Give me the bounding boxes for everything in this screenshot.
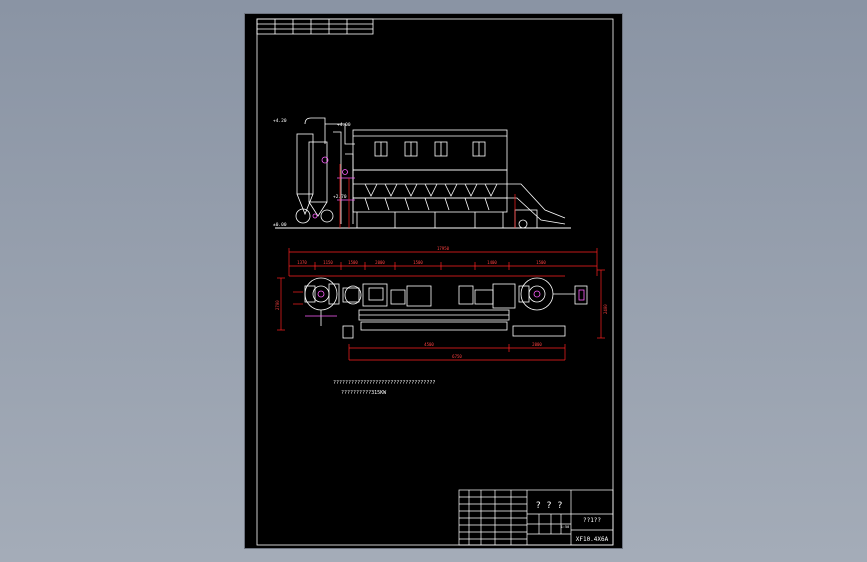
fan-plan-right bbox=[520, 277, 554, 311]
plan-view bbox=[304, 277, 588, 339]
dim-seg-6: 1400 bbox=[487, 260, 497, 265]
dim-bed-length-2: 2000 bbox=[532, 342, 542, 347]
dim-seg-1: 1370 bbox=[297, 260, 307, 265]
inner-frame bbox=[256, 18, 614, 546]
title-block-title: ? ? ? bbox=[535, 501, 562, 511]
dim-base-length: 6750 bbox=[452, 354, 462, 359]
elevation-roof-label: +4.00 bbox=[337, 122, 351, 128]
plan-accents bbox=[305, 289, 585, 317]
dim-height-left: 2700 bbox=[275, 300, 280, 310]
title-block-drawing-number: XF10.4X6A bbox=[576, 536, 609, 543]
title-block-code-label: ??1?? bbox=[583, 517, 601, 524]
plan-dimensions bbox=[277, 248, 605, 361]
title-block-scale: 1:50 bbox=[561, 525, 569, 529]
dim-seg-5: 1500 bbox=[413, 260, 423, 265]
cad-drawing: +4.20 +4.00 +2.70 ±0.00 bbox=[256, 18, 614, 546]
elevation-view bbox=[275, 117, 571, 229]
elevation-mid-label: +2.70 bbox=[333, 194, 347, 200]
top-left-table bbox=[256, 18, 374, 35]
note-line-2: ??????????315KW bbox=[341, 390, 387, 396]
dim-seg-3: 1500 bbox=[348, 260, 358, 265]
elevation-dimensions bbox=[339, 164, 516, 228]
dim-bed-length: 4500 bbox=[424, 342, 434, 347]
elevation-top-label: +4.20 bbox=[273, 118, 287, 124]
dim-seg-7: 1500 bbox=[536, 260, 546, 265]
cyclone-pipe bbox=[304, 117, 326, 144]
title-block bbox=[458, 489, 614, 546]
dim-height-right: 2400 bbox=[603, 304, 608, 314]
drawing-sheet: +4.20 +4.00 +2.70 ±0.00 bbox=[244, 13, 623, 549]
dim-seg-4: 2000 bbox=[375, 260, 385, 265]
dim-overall: 17950 bbox=[437, 246, 450, 251]
note-line-1: ?????????????????????????????????? bbox=[333, 380, 435, 386]
fan-left bbox=[295, 208, 311, 224]
cyclone-body bbox=[296, 133, 314, 195]
fan-plan-left bbox=[304, 277, 338, 311]
dim-seg-2: 1150 bbox=[323, 260, 333, 265]
elevation-floor-label: ±0.00 bbox=[273, 222, 287, 228]
